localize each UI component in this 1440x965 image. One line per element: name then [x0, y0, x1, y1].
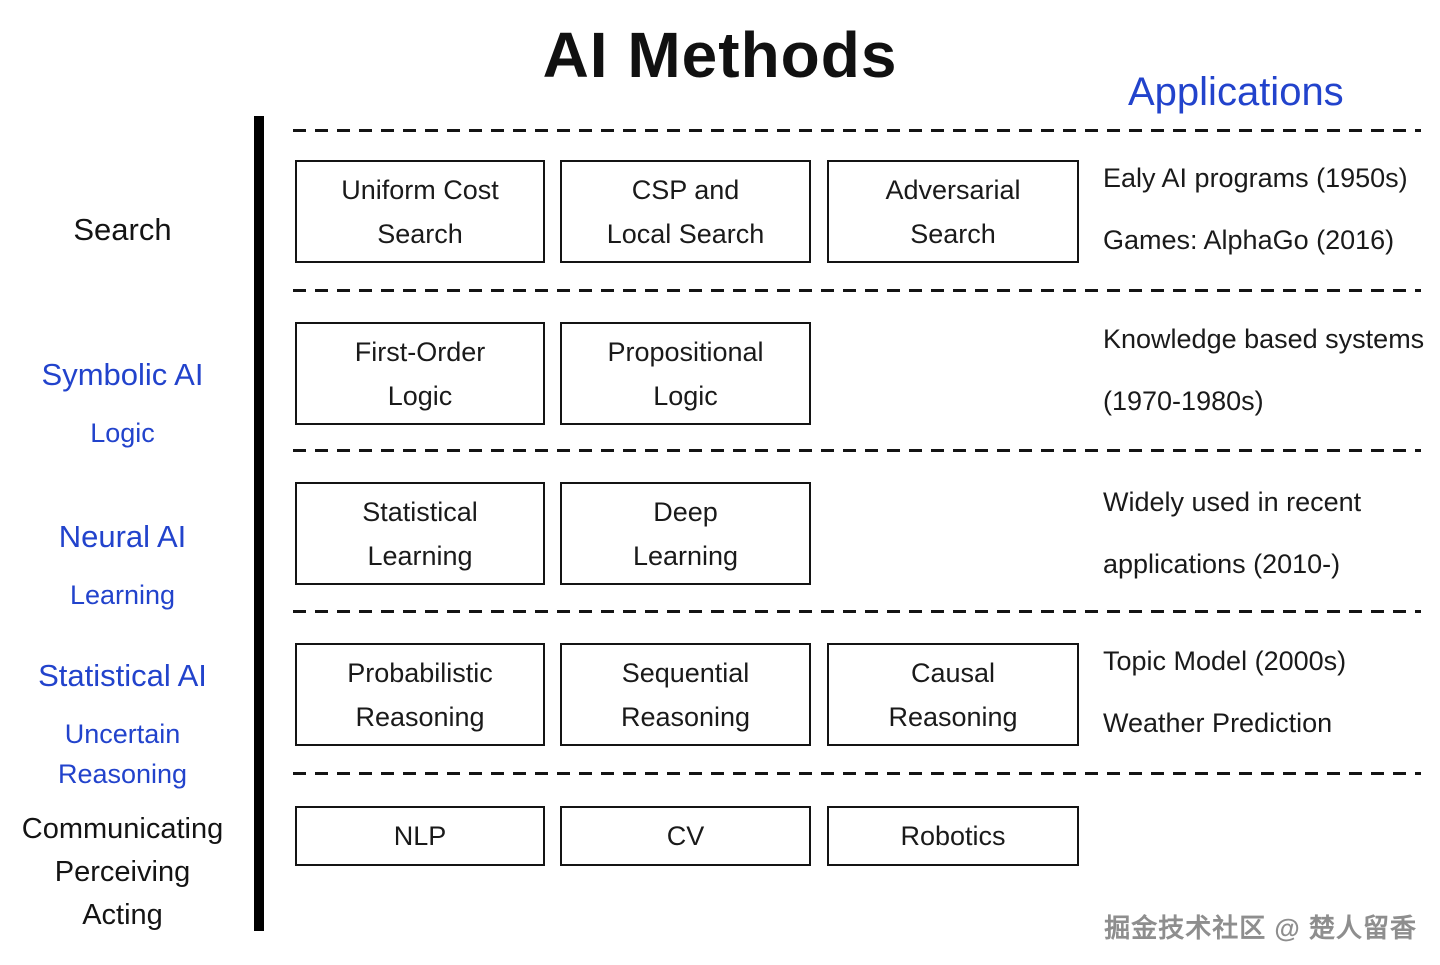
method-box-robotics: Robotics [827, 806, 1079, 866]
dashed-separator [293, 610, 1421, 613]
application-note-neural: Widely used in recent applications (2010… [1103, 487, 1362, 579]
method-box-statistical-learning: Statistical Learning [295, 482, 545, 585]
method-box-probabilistic-reasoning: Probabilistic Reasoning [295, 643, 545, 746]
method-box-nlp: NLP [295, 806, 545, 866]
applications-header: Applications [1128, 70, 1344, 114]
category-sublabel: Learning [69, 580, 176, 610]
dashed-separator [293, 449, 1421, 452]
application-note-search: Ealy AI programs (1950s) Games: AlphaGo … [1103, 163, 1408, 255]
application-note-symbolic: Knowledge based systems (1970-1980s) [1103, 324, 1425, 416]
dashed-separator [293, 772, 1421, 775]
category-search: Search [0, 192, 245, 268]
method-box-uniform-cost-search: Uniform Cost Search [295, 160, 545, 263]
method-box-first-order-logic: First-Order Logic [295, 322, 545, 425]
method-box-csp-local-search: CSP and Local Search [560, 160, 811, 263]
category-label: Symbolic AI [41, 357, 204, 392]
method-box-cv: CV [560, 806, 811, 866]
application-note-statistical: Topic Model (2000s) Weather Prediction [1103, 646, 1347, 738]
category-sublabel: Uncertain Reasoning [57, 719, 188, 789]
category-label: Statistical AI [38, 658, 207, 693]
category-sublabel: Logic [90, 418, 155, 448]
dashed-separator [293, 129, 1421, 132]
method-box-sequential-reasoning: Sequential Reasoning [560, 643, 811, 746]
method-box-adversarial-search: Adversarial Search [827, 160, 1079, 263]
category-label: Search [73, 212, 172, 247]
method-box-deep-learning: Deep Learning [560, 482, 811, 585]
category-statistical-ai: Statistical AI Uncertain Reasoning [0, 638, 245, 812]
method-box-propositional-logic: Propositional Logic [560, 322, 811, 425]
category-label: Neural AI [58, 519, 187, 554]
vertical-divider [254, 116, 264, 931]
category-label: Communicating Perceiving Acting [21, 813, 224, 931]
category-communicating-perceiving-acting: Communicating Perceiving Acting [0, 790, 245, 955]
category-symbolic-ai: Symbolic AI Logic [0, 337, 245, 471]
dashed-separator [293, 289, 1421, 292]
category-neural-ai: Neural AI Learning [0, 499, 245, 633]
diagram-title: AI Methods [542, 19, 898, 91]
method-box-causal-reasoning: Causal Reasoning [827, 643, 1079, 746]
watermark: 掘金技术社区 @ 楚人留香 [1104, 913, 1417, 943]
